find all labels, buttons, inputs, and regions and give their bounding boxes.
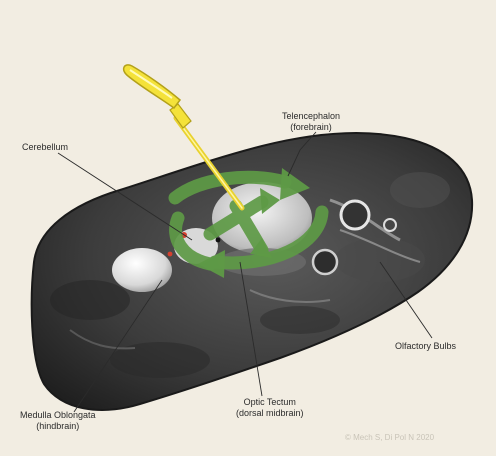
label-olfactory-bulbs-text: Olfactory Bulbs: [395, 341, 456, 352]
label-medulla-line2: (hindbrain): [20, 421, 96, 432]
label-cerebellum: Cerebellum: [22, 142, 68, 153]
label-optic-tectum: Optic Tectum (dorsal midbrain): [236, 397, 304, 419]
label-telencephalon-line2: (forebrain): [282, 122, 340, 133]
label-telencephalon: Telencephalon (forebrain): [282, 111, 340, 133]
label-medulla-oblongata: Medulla Oblongata (hindbrain): [20, 410, 96, 432]
red-marker: [168, 252, 173, 257]
label-olfactory-bulbs: Olfactory Bulbs: [395, 341, 456, 352]
medulla-blob: [112, 248, 172, 292]
copyright-text: © Mech S, Di Pol N 2020: [345, 432, 434, 443]
label-optic-tectum-line2: (dorsal midbrain): [236, 408, 304, 419]
label-optic-tectum-line1: Optic Tectum: [236, 397, 304, 408]
copyright-watermark: © Mech S, Di Pol N 2020: [345, 432, 434, 443]
label-telencephalon-line1: Telencephalon: [282, 111, 340, 122]
label-medulla-line1: Medulla Oblongata: [20, 410, 96, 421]
label-cerebellum-text: Cerebellum: [22, 142, 68, 153]
